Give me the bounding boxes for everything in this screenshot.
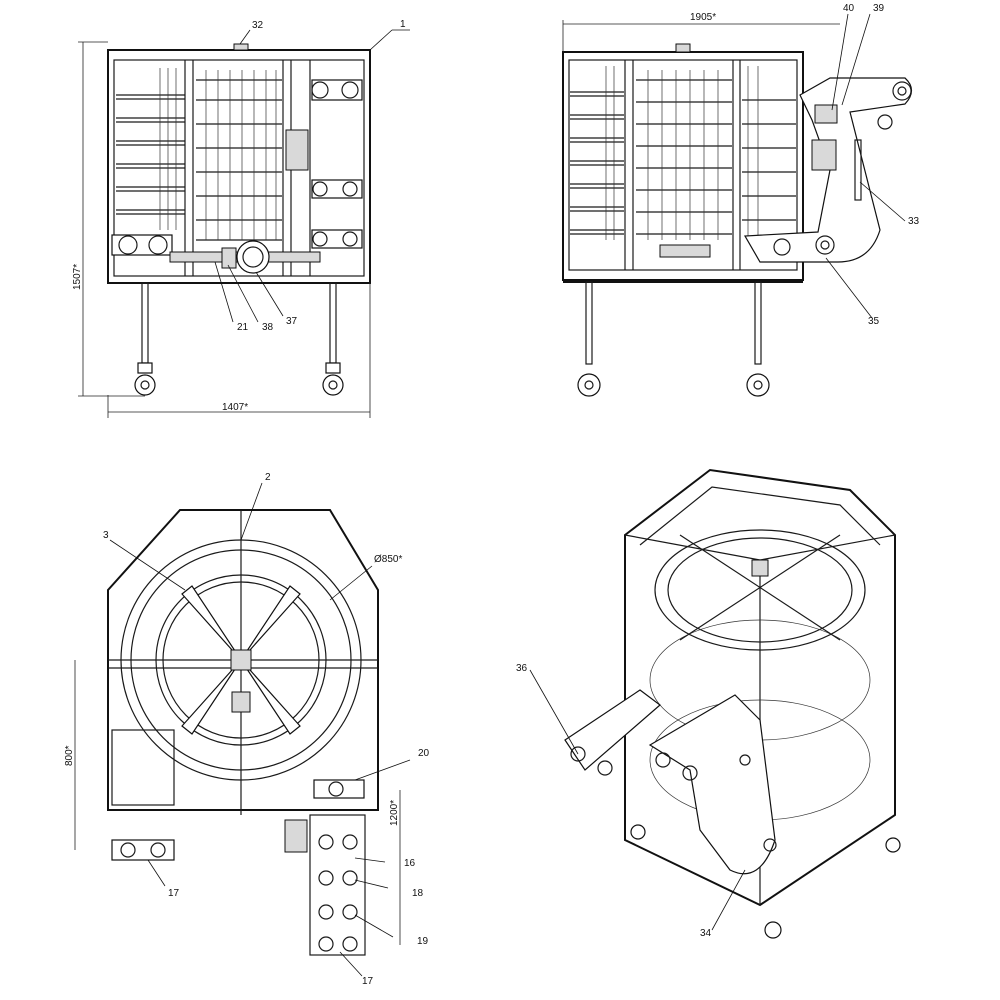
front-view: [78, 41, 371, 418]
callout-39: 39: [873, 3, 885, 14]
callout-labels: 1 32 21 38 37 40 39 33 35 2 3 20 16 17 1…: [103, 3, 920, 987]
leader-lines: [109, 13, 906, 977]
side-trays: [570, 79, 796, 235]
callout-36: 36: [516, 663, 528, 674]
callout-1: 1: [400, 19, 406, 30]
callout-17a: 17: [168, 888, 180, 899]
top-infeed-chain: [284, 779, 366, 956]
callout-33: 33: [908, 216, 920, 227]
iso-arms: [564, 689, 777, 875]
side-legs: [577, 281, 770, 397]
callout-35: 35: [868, 316, 880, 327]
callout-40: 40: [843, 3, 855, 14]
top-view: [74, 509, 401, 956]
callout-18: 18: [412, 888, 424, 899]
dim-top-height-a: 800*: [64, 745, 75, 766]
side-outfeed-arm: [743, 77, 913, 263]
callout-17b: 17: [362, 976, 374, 987]
front-trays: [116, 68, 282, 241]
callout-21: 21: [237, 322, 249, 333]
top-outfeed-chain: [111, 729, 175, 861]
callout-38: 38: [262, 322, 274, 333]
callout-19: 19: [417, 936, 429, 947]
front-dimensions: [78, 41, 371, 418]
iso-view: [564, 468, 901, 939]
callout-37: 37: [286, 316, 298, 327]
callout-16: 16: [404, 858, 416, 869]
front-chain-sprockets: [285, 79, 363, 249]
dim-top-height-b: 1200*: [389, 800, 400, 826]
callout-34: 34: [700, 928, 712, 939]
top-spokes: [181, 585, 301, 735]
dim-front-width: 1407*: [222, 402, 248, 413]
dim-top-diameter: Ø850*: [374, 554, 402, 565]
dim-side-width: 1905*: [690, 12, 716, 23]
dim-front-height: 1507*: [72, 264, 83, 290]
callout-3: 3: [103, 530, 109, 541]
dimension-labels: 1407* 1507* 1905* Ø850* 800* 1200*: [64, 12, 716, 826]
front-legs: [134, 282, 344, 396]
front-drive-assembly: [111, 234, 321, 274]
callout-32: 32: [252, 20, 264, 31]
callout-20: 20: [418, 748, 430, 759]
side-view: [562, 20, 913, 397]
callout-2: 2: [265, 472, 271, 483]
iso-wheels: [630, 824, 901, 939]
